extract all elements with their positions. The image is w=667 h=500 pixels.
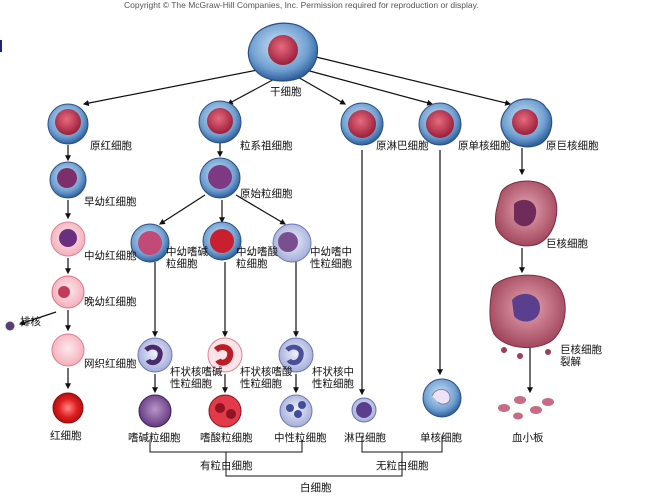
fragmenting-megakaryocyte-cell — [489, 274, 566, 359]
arrow-stem-to-lymphoblast — [295, 75, 347, 105]
neutrophilic-band-cell — [278, 337, 314, 373]
basophilic-myelocyte-cell — [130, 223, 170, 263]
myeloblast-cell — [199, 157, 241, 199]
basophilic-band-cell — [137, 337, 173, 373]
label-leukocytes: 白细胞 — [300, 482, 332, 494]
extruded-nucleus — [5, 321, 15, 331]
copyright-notice: Copyright © The McGraw-Hill Companies, I… — [124, 0, 479, 10]
label-neutrophilic-band: 杆状核中性粒细胞 — [312, 366, 354, 390]
label-late-erythroblast: 晚幼红细胞 — [84, 296, 137, 308]
monoblast-cell — [418, 102, 462, 146]
arrow-myeloblast-to-neut — [235, 194, 287, 225]
label-agranulocytes: 无粒白细胞 — [376, 460, 429, 472]
grouping-brackets — [149, 436, 443, 477]
monocyte-cell — [422, 378, 462, 418]
label-megakaryoblast: 原巨核细胞 — [546, 140, 599, 152]
label-early-erythroblast: 早幼红细胞 — [84, 196, 137, 208]
label-reticulocyte: 网织红细胞 — [84, 358, 137, 370]
eosinophil-cell — [208, 394, 242, 428]
label-basophilic-myelocyte: 中幼嗜碱粒细胞 — [166, 246, 208, 270]
label-basophilic-band: 杆状核嗜碱性粒细胞 — [170, 366, 223, 390]
basophil-cell — [138, 394, 172, 428]
early-erythroblast-cell — [49, 161, 87, 199]
bracket-leukocytes — [225, 464, 403, 477]
label-neutrophil: 中性粒细胞 — [274, 432, 327, 444]
megakaryoblast-cell — [500, 98, 553, 148]
label-eosinophil: 嗜酸粒细胞 — [200, 432, 253, 444]
label-lymphocyte: 淋巴细胞 — [344, 432, 386, 444]
label-intermediate-erythroblast: 中幼红细胞 — [84, 250, 137, 262]
label-basophil: 嗜碱粒细胞 — [128, 432, 181, 444]
arrow-stem-to-megakaryoblast — [311, 55, 512, 106]
label-granulocytes: 有粒白细胞 — [200, 460, 253, 472]
erythrocyte-cell — [52, 392, 84, 424]
label-platelets: 血小板 — [512, 432, 544, 444]
label-erythrocyte: 红细胞 — [50, 430, 82, 442]
arrows — [18, 55, 533, 396]
label-granulocyte-progenitor: 粒系祖细胞 — [240, 140, 293, 152]
label-megakaryocyte: 巨核细胞 — [546, 238, 588, 250]
label-monoblast: 原单核细胞 — [458, 140, 511, 152]
platelets-cluster — [498, 396, 554, 420]
neutrophilic-myelocyte-cell — [272, 223, 312, 263]
label-neutrophilic-myelocyte: 中幼嗜中性粒细胞 — [310, 246, 352, 270]
label-megakaryocyte-fragment: 巨核细胞裂解 — [560, 344, 602, 368]
late-erythroblast-cell — [51, 275, 85, 309]
granulocyte-progenitor-cell — [198, 100, 242, 144]
label-proerythroblast: 原红细胞 — [90, 140, 132, 152]
proerythroblast-cell — [47, 103, 89, 145]
arrow-stem-to-progenitor — [226, 75, 281, 105]
edge-marker — [0, 40, 2, 52]
lymphocyte-cell — [351, 397, 377, 423]
label-monocyte: 单核细胞 — [420, 432, 462, 444]
reticulocyte-cell — [51, 333, 85, 367]
arrow-extrusion — [18, 311, 57, 326]
megakaryocyte-cell — [495, 180, 558, 247]
stem-cell — [247, 22, 319, 82]
eosinophilic-band-cell — [207, 337, 243, 373]
label-extrusion: 排核 — [20, 316, 41, 328]
label-stem-cell: 干细胞 — [270, 86, 302, 98]
neutrophil-cell — [279, 394, 313, 428]
arrow-stem-to-monoblast — [305, 69, 434, 106]
arrow-myeloblast-to-baso — [158, 194, 206, 225]
label-myeloblast: 原始粒细胞 — [240, 188, 293, 200]
lymphoblast-cell — [340, 102, 384, 146]
label-eosinophilic-myelocyte: 中幼嗜酸粒细胞 — [236, 246, 278, 270]
arrow-stem-to-proerythroblast — [82, 67, 269, 107]
label-eosinophilic-band: 杆状核嗜酸性粒细胞 — [240, 366, 293, 390]
eosinophilic-myelocyte-cell — [202, 221, 242, 261]
label-lymphoblast: 原淋巴细胞 — [376, 140, 429, 152]
intermediate-erythroblast-cell — [50, 221, 86, 257]
